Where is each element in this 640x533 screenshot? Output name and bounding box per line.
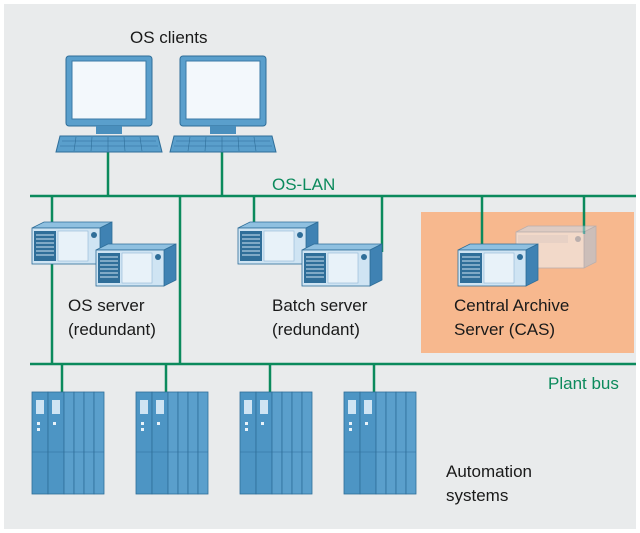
automation-system-3	[239, 391, 313, 495]
os-server-2	[95, 243, 177, 287]
automation-system-2	[135, 391, 209, 495]
automation-label-2: systems	[446, 486, 509, 505]
os-lan-label: OS-LAN	[272, 175, 336, 194]
os-server-label-1: OS server	[68, 296, 145, 315]
batch-server-label-2: (redundant)	[272, 320, 360, 339]
batch-server-label-1: Batch server	[272, 296, 368, 315]
plant-bus-label: Plant bus	[548, 374, 619, 393]
automation-system-4	[343, 391, 417, 495]
os-server-label-2: (redundant)	[68, 320, 156, 339]
batch-server-2	[301, 243, 383, 287]
cas-server	[457, 243, 539, 287]
os-client-2	[169, 55, 277, 153]
os-client-1	[55, 55, 163, 153]
cas-label-2: Server (CAS)	[454, 320, 556, 339]
cas-label-1: Central Archive	[454, 296, 570, 315]
automation-label-1: Automation	[446, 462, 532, 481]
automation-system-1	[31, 391, 105, 495]
os-clients-label: OS clients	[130, 28, 208, 47]
